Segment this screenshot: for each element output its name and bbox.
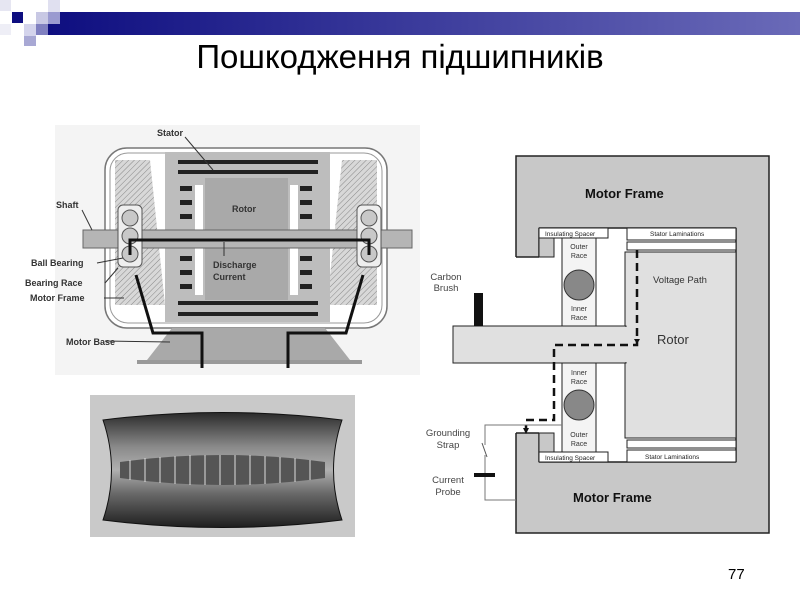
bearing-ball-bottom <box>563 389 595 421</box>
label-shaft: Shaft <box>56 200 79 210</box>
label-discharge: Discharge <box>213 260 257 270</box>
label-inner-race-bottom: Inner <box>571 370 588 377</box>
label-motor-base: Motor Base <box>66 337 115 347</box>
label-outer-race-bottom-2: Race <box>571 441 587 448</box>
label-inner-race-top: Inner <box>571 306 588 313</box>
bearing-cross-section-diagram: Motor Frame Motor Frame Insulating Space… <box>426 155 770 534</box>
current-probe <box>474 473 495 477</box>
label-motor-frame: Motor Frame <box>30 293 85 303</box>
label-carbon-brush: Carbon <box>430 272 461 283</box>
voltage-path-line <box>524 250 639 430</box>
label-rotor-section: Rotor <box>657 332 689 347</box>
label-ball-bearing: Ball Bearing <box>31 258 84 268</box>
label-grounding-strap: Grounding <box>426 428 470 439</box>
slide-title: Пошкодження підшипників <box>196 38 604 75</box>
label-inner-race-top-2: Race <box>571 315 587 322</box>
label-rotor: Rotor <box>232 204 256 214</box>
label-stator: Stator <box>157 128 184 138</box>
label-stator-laminations-bottom: Stator Laminations <box>645 454 700 461</box>
label-current: Current <box>213 272 246 282</box>
header-decoration <box>0 0 800 46</box>
damaged-bearing-photo <box>90 395 355 537</box>
label-stator-laminations-top: Stator Laminations <box>650 231 705 238</box>
carbon-brush <box>474 293 483 326</box>
label-motor-frame-bottom: Motor Frame <box>573 490 652 505</box>
label-insulating-spacer-bottom: Insulating Spacer <box>545 455 596 462</box>
label-outer-race-bottom: Outer <box>570 432 588 439</box>
label-current-probe-2: Probe <box>435 487 460 498</box>
label-grounding-strap-2: Strap <box>437 440 460 451</box>
label-current-probe: Current <box>432 475 464 486</box>
motor-discharge-diagram: Stator Shaft Ball Bearing Bearing Race M… <box>25 125 420 375</box>
label-motor-frame-top: Motor Frame <box>585 186 664 201</box>
label-outer-race-top-2: Race <box>571 253 587 260</box>
label-bearing-race: Bearing Race <box>25 278 83 288</box>
label-insulating-spacer-top: Insulating Spacer <box>545 231 596 238</box>
bearing-ball-top <box>563 269 595 301</box>
page-number: 77 <box>728 566 745 583</box>
label-voltage-path: Voltage Path <box>653 275 707 286</box>
label-inner-race-bottom-2: Race <box>571 379 587 386</box>
label-carbon-brush-2: Brush <box>434 283 459 294</box>
label-outer-race-top: Outer <box>570 244 588 251</box>
